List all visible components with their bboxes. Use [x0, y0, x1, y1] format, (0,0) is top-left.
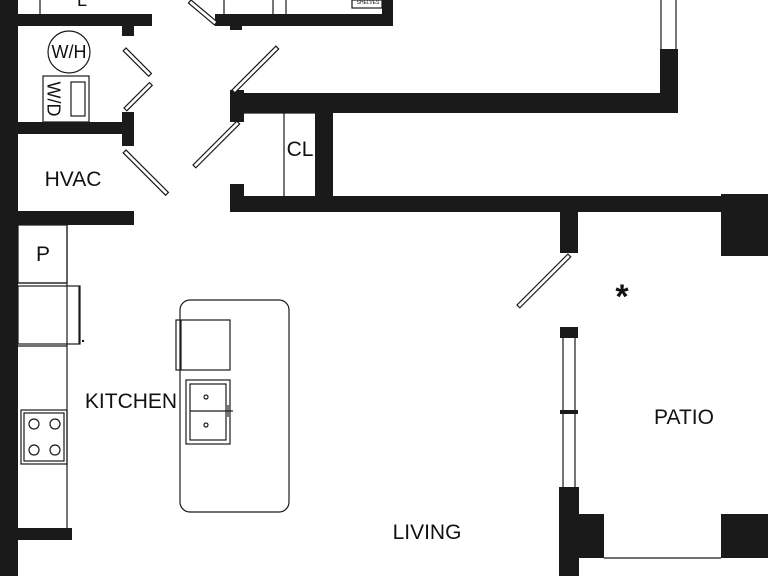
wall-patio-bottom-left — [559, 487, 579, 576]
wall-closet-left-top — [230, 90, 244, 122]
wall-closet-right — [315, 112, 333, 196]
label-living: LIVING — [393, 521, 462, 544]
wall-patio-top-post — [560, 327, 578, 338]
wall-closet-bottom — [230, 196, 756, 212]
label-kitchen: KITCHEN — [85, 390, 177, 413]
door-bath-top — [187, 0, 218, 26]
label-pantry: P — [36, 243, 50, 266]
door-laundry-mid — [123, 81, 154, 112]
label-shelves: SHELVES — [357, 0, 380, 6]
label-top-left: L — [77, 0, 87, 10]
range-icon — [20, 409, 68, 465]
wall-patio-bottom-right — [721, 514, 768, 558]
label-closet: CL — [287, 138, 314, 161]
wall-door-stub — [560, 210, 578, 253]
wall-hall-right-post — [660, 49, 678, 113]
dishwasher-icon — [175, 319, 231, 371]
wall-hvac-bottom — [18, 211, 134, 225]
refrigerator-icon — [17, 285, 81, 345]
wall-kitchen-bottom — [18, 528, 72, 540]
wall-laundry-jamb — [122, 112, 134, 146]
doors — [122, 0, 572, 309]
door-hall-upper — [231, 45, 280, 94]
wall-laundry-divider — [18, 122, 134, 134]
pantry-box — [17, 224, 68, 284]
fixtures — [17, 0, 383, 513]
kitchen-island — [179, 299, 290, 513]
wall-patio-bottom-jog — [578, 514, 604, 558]
wall-top-bath-right — [382, 0, 393, 26]
wall-right-block — [721, 194, 768, 256]
wall-patio-mid — [560, 410, 578, 414]
wall-top-laundry-stub — [122, 14, 134, 36]
door-hvac — [122, 149, 170, 197]
sink-icon — [185, 379, 233, 445]
washer-dryer-icon — [42, 75, 90, 123]
label-hvac: HVAC — [45, 168, 102, 191]
wall-top-bath — [215, 14, 393, 26]
label-water-heater: W/H — [52, 42, 87, 62]
wall-top-bath-stub — [230, 14, 242, 30]
shelves-box — [351, 0, 383, 9]
room-labels: L W/H W/D SHELVES HVAC CL P KITCHEN LIVI… — [36, 0, 714, 544]
water-heater-icon — [47, 30, 91, 74]
wall-hall-top — [230, 93, 678, 113]
wall-top-laundry — [18, 14, 152, 26]
label-washer-dryer: W/D — [43, 82, 63, 117]
wall-left-exterior — [0, 0, 18, 576]
door-laundry-top — [122, 47, 153, 78]
label-marker-asterisk: * — [615, 278, 629, 316]
door-patio-side — [516, 253, 572, 309]
label-patio: PATIO — [654, 406, 714, 429]
door-closet-lower — [192, 120, 241, 169]
